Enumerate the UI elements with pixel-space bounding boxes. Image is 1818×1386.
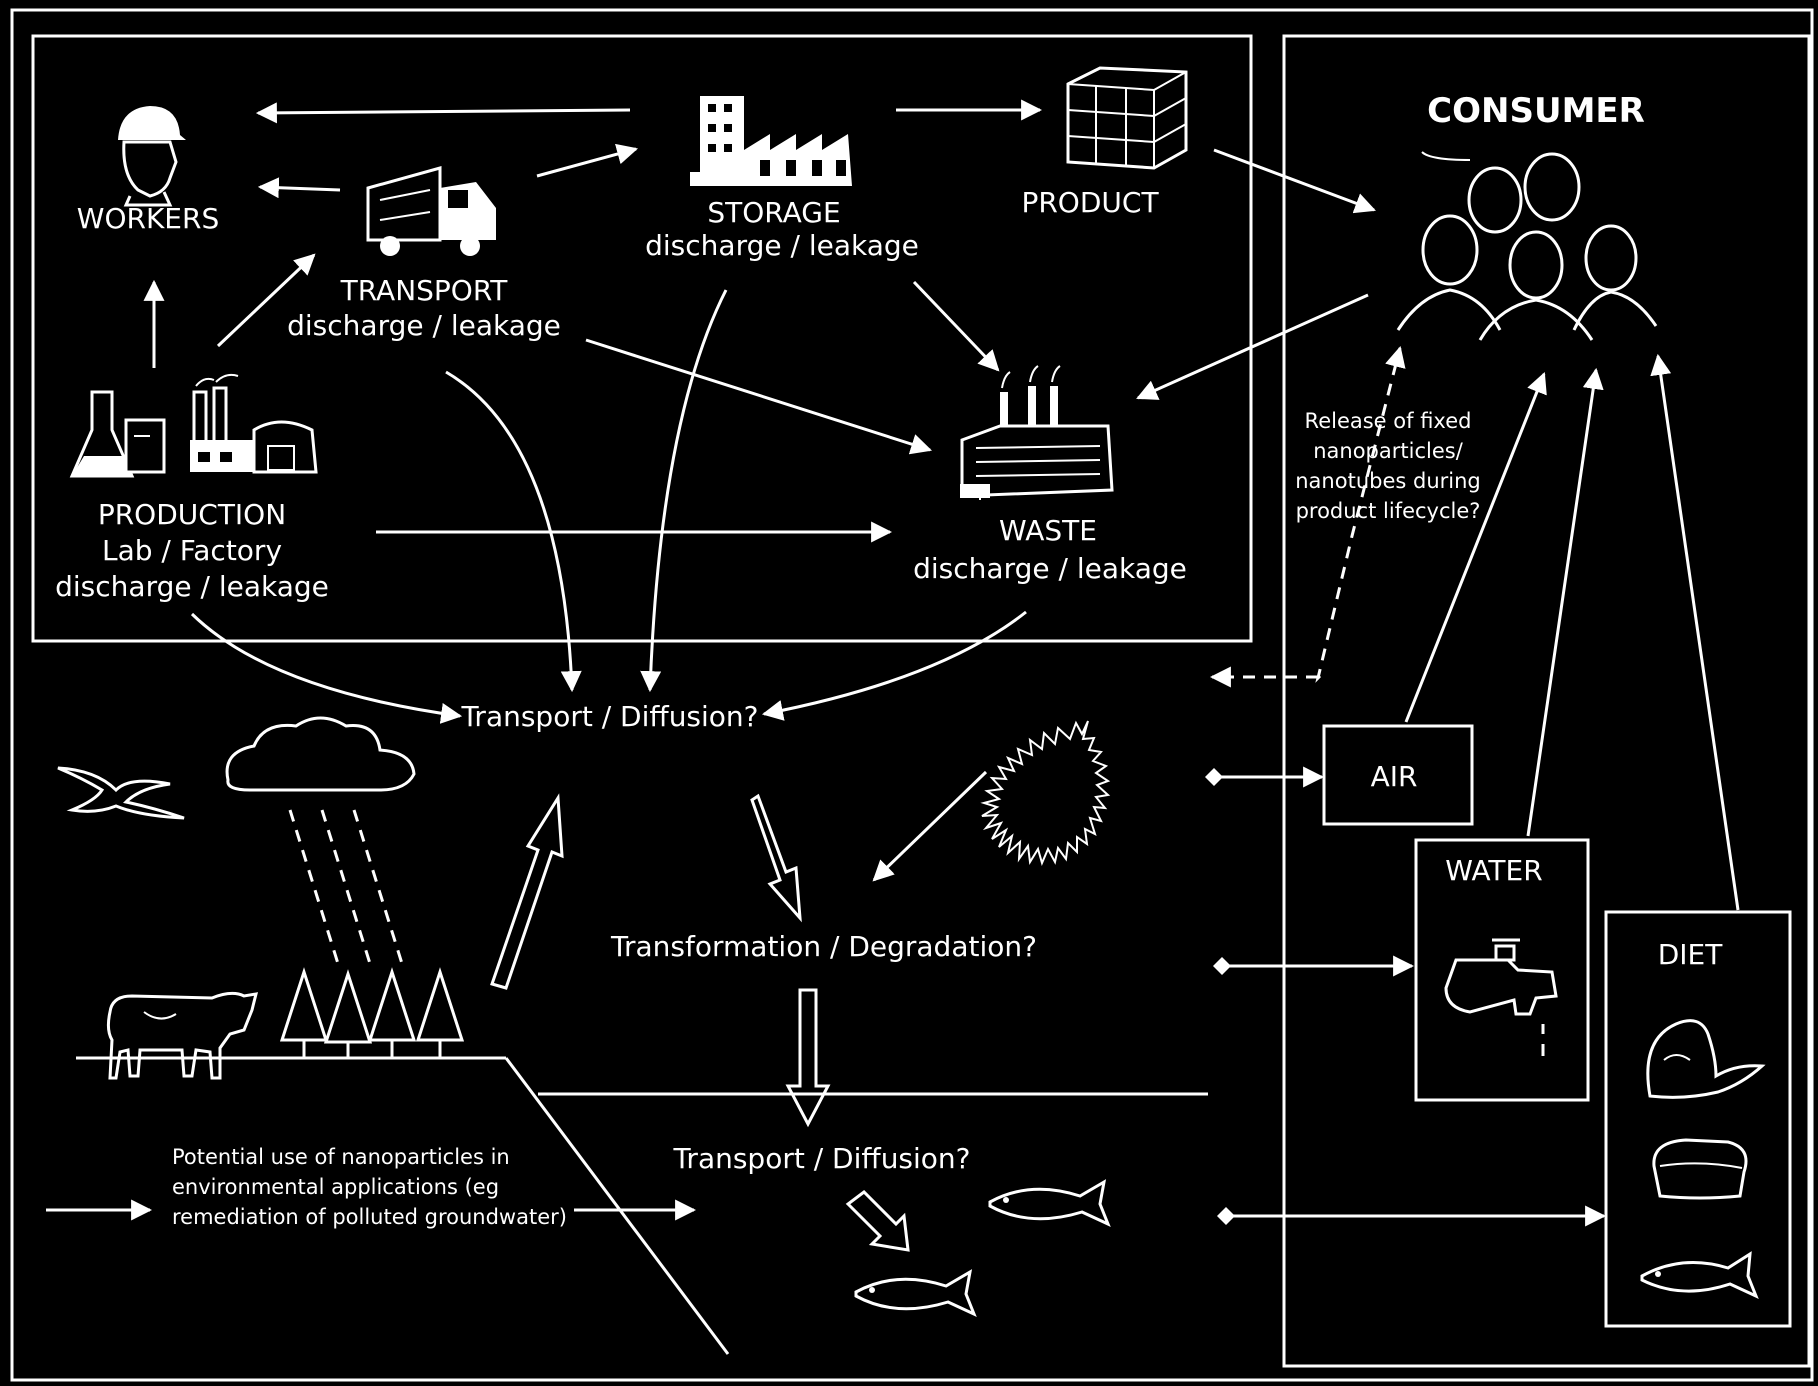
worker-helmet-icon	[112, 106, 186, 207]
release-note-line: Release of fixed	[1305, 409, 1472, 433]
cow-icon	[106, 991, 259, 1080]
storage-sub-label: discharge / leakage	[645, 229, 919, 262]
diet-box	[1604, 910, 1792, 1328]
transport-diffusion-upper-label: Transport / Diffusion?	[460, 700, 758, 733]
fish-icon	[988, 1179, 1111, 1227]
product-label: PRODUCT	[1021, 186, 1159, 219]
air-box	[1322, 724, 1474, 826]
boxes-pallet-icon	[1066, 66, 1188, 170]
fish-icon	[1640, 1251, 1759, 1299]
bread-icon	[1652, 1138, 1748, 1200]
transport-title-label: TRANSPORT	[340, 274, 509, 307]
trees-icon	[279, 967, 465, 1058]
transport-diffusion-lower-label: Transport / Diffusion?	[672, 1142, 970, 1175]
hollow-arrows	[490, 793, 910, 1252]
production-title-label: PRODUCTION	[98, 498, 286, 531]
flow-arrows	[46, 99, 1740, 1227]
environmental-note-line: remediation of polluted groundwater)	[172, 1205, 567, 1229]
industry-box	[31, 34, 1253, 643]
bird-icon	[57, 766, 185, 820]
water-tap-icon	[1444, 938, 1558, 1056]
diet-label: DIET	[1658, 938, 1724, 971]
production-sub2-label: discharge / leakage	[55, 570, 329, 603]
transformation-label: Transformation / Degradation?	[610, 930, 1037, 963]
release-note-line: nanotubes during	[1295, 469, 1481, 493]
waste-plant-icon	[960, 365, 1114, 500]
environmental-note-line: Potential use of nanoparticles in	[172, 1145, 510, 1169]
workers-label: WORKERS	[77, 202, 219, 235]
fish-icon	[854, 1269, 977, 1317]
vegetables-icon	[1646, 1019, 1766, 1099]
outer-frame	[10, 8, 1814, 1382]
truck-icon	[366, 166, 496, 256]
water-box	[1414, 838, 1590, 1102]
consumer-box	[1282, 34, 1811, 1368]
release-note-line: product lifecycle?	[1296, 499, 1481, 523]
production-sub1-label: Lab / Factory	[102, 534, 282, 567]
storage-title-label: STORAGE	[707, 196, 840, 229]
release-note-line: nanoparticles/	[1313, 439, 1463, 463]
waste-sub-label: discharge / leakage	[913, 552, 1187, 585]
consumers-group-icon	[1396, 151, 1658, 341]
water-label: WATER	[1445, 854, 1542, 887]
slope-line	[504, 1057, 730, 1355]
lab-flask-icon	[69, 390, 166, 478]
factory-icon	[690, 96, 852, 186]
cloud-rain-icon	[225, 716, 416, 971]
consumer-title: CONSUMER	[1427, 91, 1645, 131]
environmental-note-line: environmental applications (eg	[172, 1175, 499, 1199]
sun-icon	[980, 720, 1111, 866]
transport-sub-label: discharge / leakage	[287, 309, 561, 342]
waste-title-label: WASTE	[999, 514, 1097, 547]
production-factory-icon	[190, 373, 318, 474]
air-label: AIR	[1371, 760, 1418, 793]
